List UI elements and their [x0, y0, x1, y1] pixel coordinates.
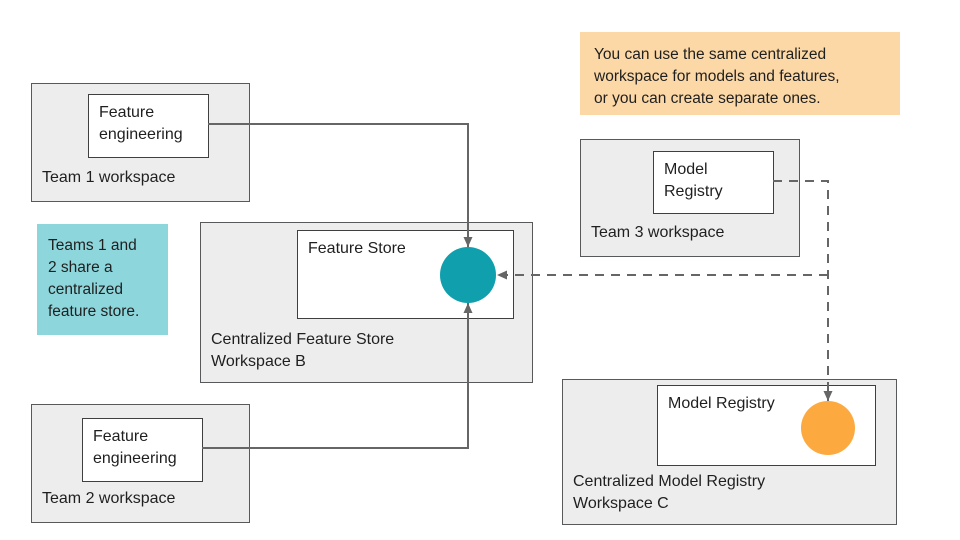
feature-engineering-box-team2: Feature engineering [82, 418, 203, 482]
central-model-registry-workspace-box: Model Registry Centralized Model Registr… [562, 379, 897, 525]
model-registry-box-central: Model Registry [657, 385, 876, 466]
central-feature-store-workspace-box: Feature Store Centralized Feature Store … [200, 222, 533, 383]
team2-workspace-caption: Team 2 workspace [42, 490, 176, 507]
team3-workspace-caption: Team 3 workspace [591, 224, 725, 241]
team1-workspace-box: Feature engineering Team 1 workspace [31, 83, 250, 202]
team2-workspace-box: Feature engineering Team 2 workspace [31, 404, 250, 523]
central-model-registry-caption: Centralized Model Registry Workspace C [573, 473, 766, 512]
model-registry-box-team3: Model Registry [653, 151, 774, 214]
feature-engineering-box-team1: Feature engineering [88, 94, 209, 158]
centralized-workspace-note: You can use the same centralized workspa… [580, 32, 900, 115]
feature-store-box: Feature Store [297, 230, 514, 319]
shared-feature-store-note: Teams 1 and 2 share a centralized featur… [37, 224, 168, 335]
team1-workspace-caption: Team 1 workspace [42, 169, 176, 186]
central-feature-store-caption: Centralized Feature Store Workspace B [211, 331, 395, 370]
team3-workspace-box: Model Registry Team 3 workspace [580, 139, 800, 257]
